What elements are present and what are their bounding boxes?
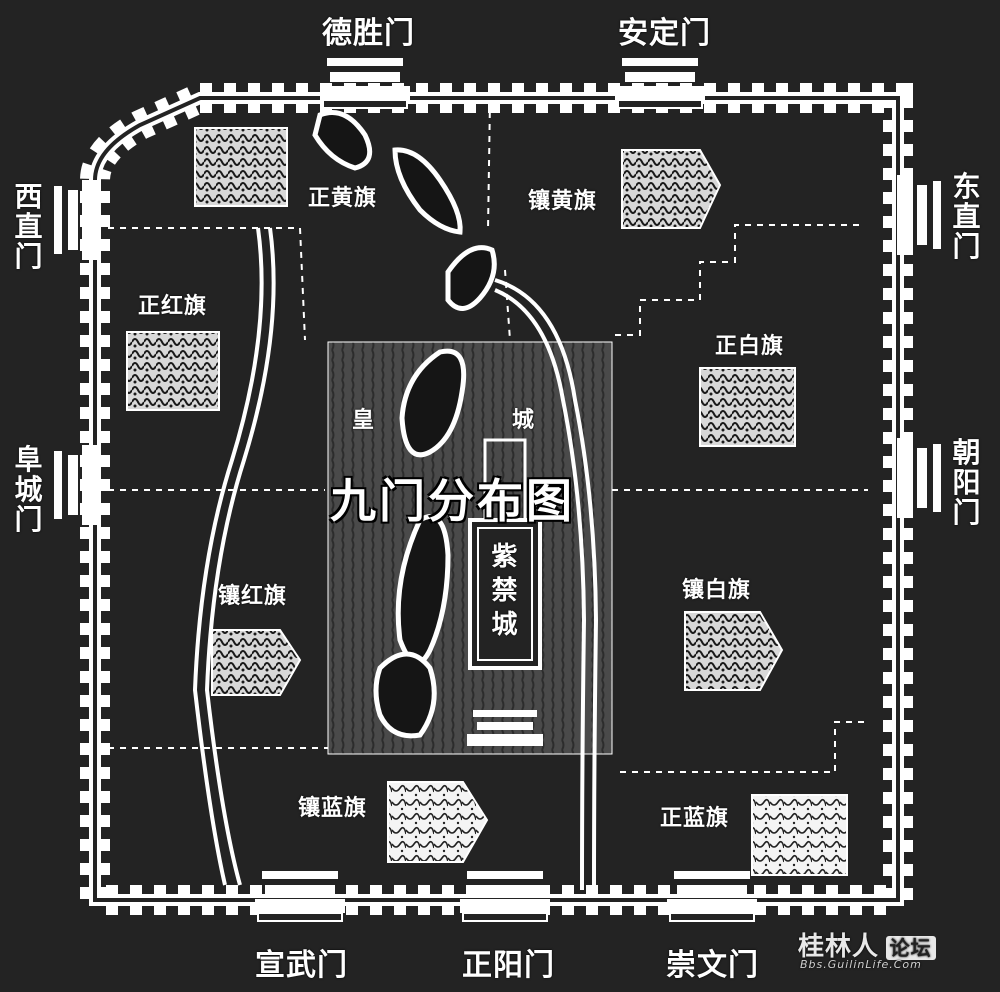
banner-label-xiang-lan: 镶蓝旗 [298,795,368,821]
banner-label-zheng-hong: 正红旗 [138,293,208,319]
gate-label-chongwen: 崇文门 [666,948,759,983]
imperial-city-label-right: 城 [512,407,536,433]
gate-tower-anding [615,58,705,109]
district-boundaries [108,99,868,773]
flag-xiang-lan [387,781,489,863]
gate-label-xuanwu: 宣武门 [255,948,348,983]
gate-label-anding: 安定门 [618,16,711,51]
gate-tower-chaoyang [897,438,941,518]
map-title: 九门分布图 [330,474,575,528]
flag-zheng-huang [194,127,288,207]
flag-zheng-lan [751,794,848,876]
banner-label-zheng-bai: 正白旗 [715,333,785,359]
banner-label-xiang-hong: 镶红旗 [218,583,288,609]
flag-zheng-bai [699,367,796,447]
forbidden-city-label: 紫禁城 [491,542,519,640]
gate-label-xizhi: 西直门 [14,180,44,273]
banner-label-xiang-bai: 镶白旗 [682,577,752,603]
flag-xiang-huang [621,149,722,229]
flag-xiang-hong [211,629,302,696]
gate-label-desheng: 德胜门 [322,16,415,51]
gate-tower-inner [467,710,543,746]
gate-tower-zhengyang [460,871,550,922]
forbidden-city [468,438,542,670]
gate-tower-desheng [320,58,410,109]
watermark-box: 论坛 [885,936,936,960]
gate-label-zhengyang: 正阳门 [462,948,555,983]
gate-label-dongzhi: 东直门 [952,170,982,263]
gate-towers [54,58,941,922]
rivers [192,227,599,891]
watermark-main: 桂林人 [798,932,880,962]
lakes [312,110,497,739]
gate-label-chaoyang: 朝阳门 [952,436,982,529]
gate-tower-dongzhi [897,175,941,255]
banner-flags [126,127,848,876]
banner-label-zheng-huang: 正黄旗 [308,185,378,211]
gate-tower-xuanwu [255,871,345,922]
watermark-url: Bbs.GuilinLife.Com [800,958,922,971]
watermark: 桂林人 论坛 [798,926,936,963]
gate-tower-xizhi [54,180,98,260]
gate-tower-chongwen [667,871,757,922]
flag-zheng-hong [126,331,220,411]
city-wall [80,83,913,915]
banner-label-zheng-lan: 正蓝旗 [660,805,730,831]
gate-tower-fucheng [54,445,98,525]
gate-label-fucheng: 阜城门 [14,443,44,536]
imperial-city-label-left: 皇 [352,407,376,433]
flag-xiang-bai [684,611,784,691]
banner-label-xiang-huang: 镶黄旗 [528,188,598,214]
